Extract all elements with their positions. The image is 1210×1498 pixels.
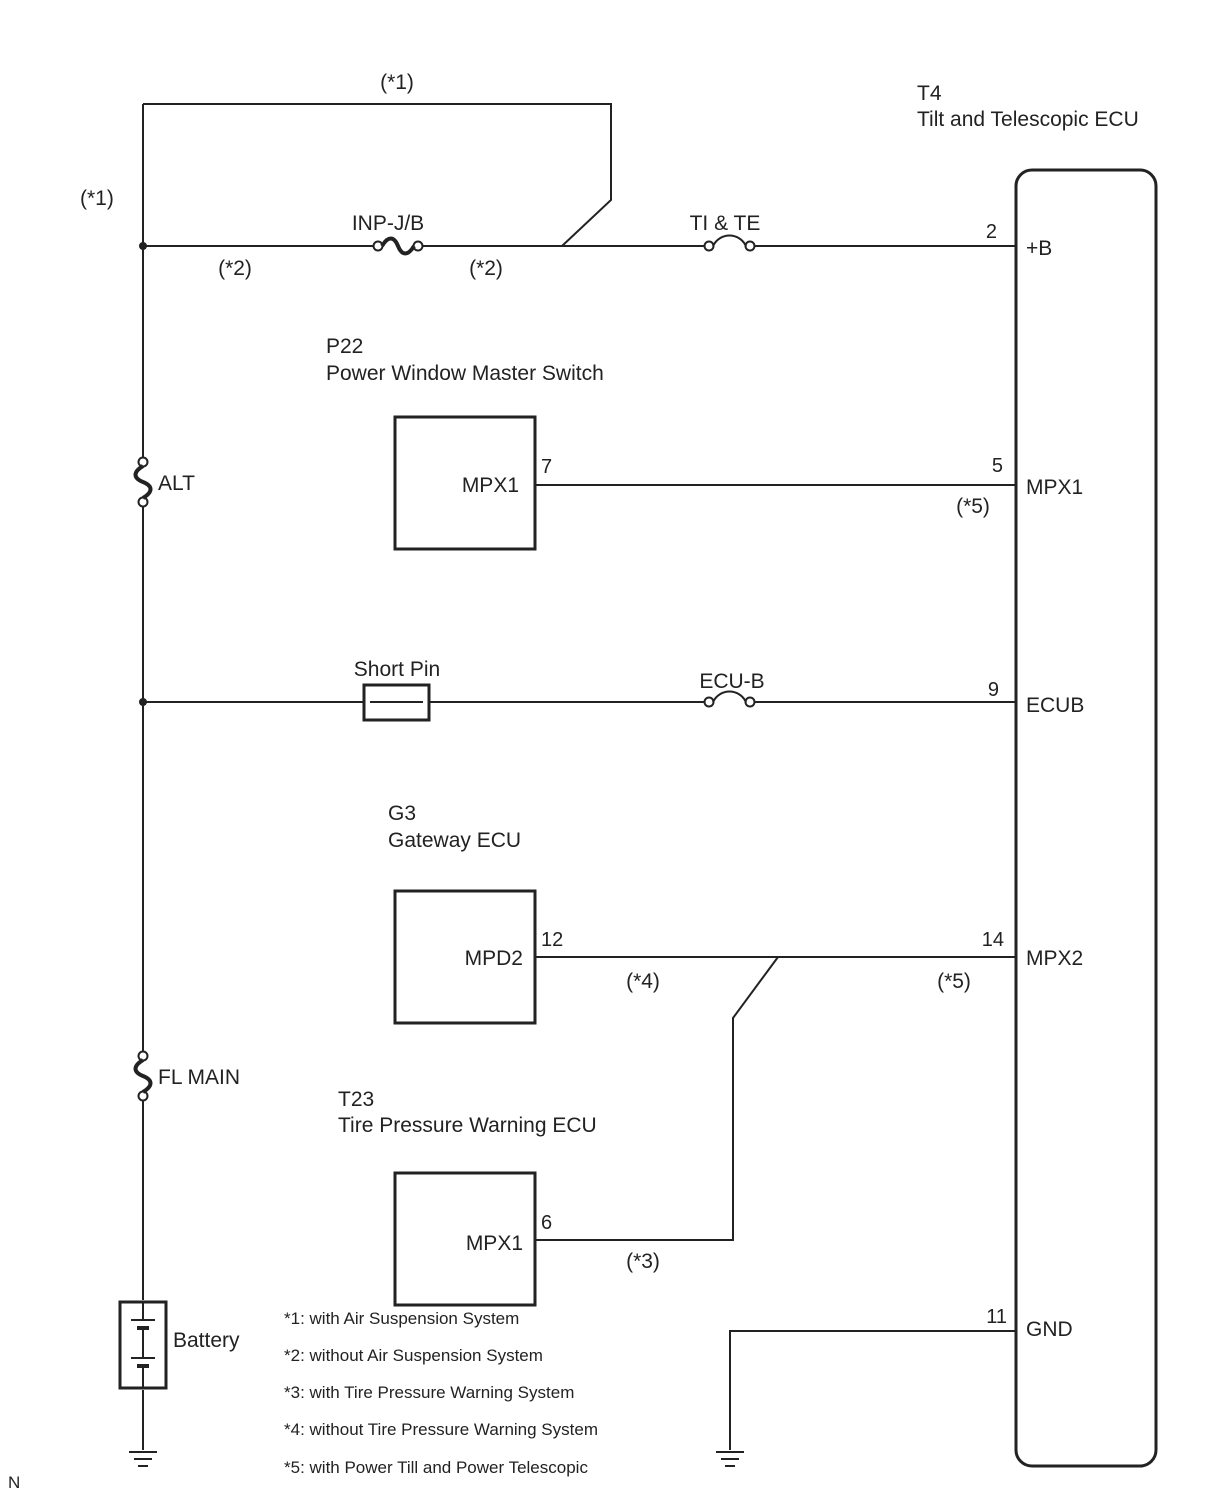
tag-left-wire: (*2) xyxy=(218,257,252,280)
p22-pin: 7 xyxy=(541,456,552,478)
g3-pin: 12 xyxy=(541,929,563,951)
terminal-ecub: ECUB xyxy=(1026,694,1084,717)
tire-pressure-warning-ecu xyxy=(393,1171,537,1307)
g3-terminal: MPD2 xyxy=(465,947,523,970)
battery-cells-icon xyxy=(131,1302,155,1388)
terminal-gnd: GND xyxy=(1026,1318,1073,1341)
tag-g3-wire: (*4) xyxy=(626,970,660,993)
fuse-alt-label: ALT xyxy=(158,472,195,495)
t23-name: Tire Pressure Warning ECU xyxy=(338,1114,597,1137)
tilt-telescopic-ecu xyxy=(1014,168,1158,1468)
g3-code: G3 xyxy=(388,802,416,825)
tag-mpx2-wire: (*5) xyxy=(937,970,971,993)
t23-wire xyxy=(535,956,779,1241)
fuse-ti-te-label: TI & TE xyxy=(690,212,761,235)
tag-t23-wire: (*3) xyxy=(626,1250,660,1273)
pin-2: 2 xyxy=(986,221,997,243)
fuse-fl-main-label: FL MAIN xyxy=(158,1066,240,1089)
battery-ground-icon xyxy=(129,1451,157,1467)
air-suspension-loop xyxy=(143,103,612,247)
ecu-code: T4 xyxy=(917,82,942,105)
t23-code: T23 xyxy=(338,1088,374,1111)
ecu-name: Tilt and Telescopic ECU xyxy=(917,108,1139,131)
power-window-master-switch xyxy=(393,415,537,551)
g3-name: Gateway ECU xyxy=(388,829,521,852)
terminal-b: +B xyxy=(1026,237,1052,260)
ecu-ground-icon xyxy=(716,1451,744,1467)
terminal-mpx1: MPX1 xyxy=(1026,476,1083,499)
legend-5: *5: with Power Till and Power Telescopic xyxy=(284,1458,588,1477)
p22-code: P22 xyxy=(326,335,363,358)
gateway-ecu xyxy=(393,889,537,1025)
tag-mid-wire: (*2) xyxy=(469,257,503,280)
ecu-b-fuse-icon xyxy=(703,690,756,708)
pin-5: 5 xyxy=(992,455,1003,477)
legend-3: *3: with Tire Pressure Warning System xyxy=(284,1383,574,1402)
pin-9: 9 xyxy=(988,679,999,701)
tag-top-loop: (*1) xyxy=(380,71,414,94)
p22-terminal: MPX1 xyxy=(462,474,519,497)
terminal-mpx2: MPX2 xyxy=(1026,947,1083,970)
pin-11: 11 xyxy=(986,1306,1007,1328)
ti-te-fuse-icon xyxy=(703,234,756,252)
legend-2: *2: without Air Suspension System xyxy=(284,1346,543,1365)
fuse-inp-jb-label: INP-J/B xyxy=(352,212,424,235)
t23-terminal: MPX1 xyxy=(466,1232,523,1255)
fuse-ecu-b-label: ECU-B xyxy=(699,670,764,693)
alt-fuse-icon xyxy=(133,456,153,508)
tag-mpx1-wire: (*5) xyxy=(956,495,990,518)
t23-pin: 6 xyxy=(541,1212,552,1234)
gnd-wire xyxy=(729,1330,1016,1450)
legend-1: *1: with Air Suspension System xyxy=(284,1309,519,1328)
short-pin-label: Short Pin xyxy=(354,658,440,681)
p22-name: Power Window Master Switch xyxy=(326,362,604,385)
fl-main-fuse-icon xyxy=(133,1050,153,1102)
legend-4: *4: without Tire Pressure Warning System xyxy=(284,1420,598,1439)
corner-mark: N xyxy=(8,1473,20,1492)
tag-left: (*1) xyxy=(80,187,114,210)
inp-jb-fuse-icon xyxy=(372,236,424,256)
battery-label: Battery xyxy=(173,1329,240,1352)
pin-14: 14 xyxy=(982,929,1004,951)
